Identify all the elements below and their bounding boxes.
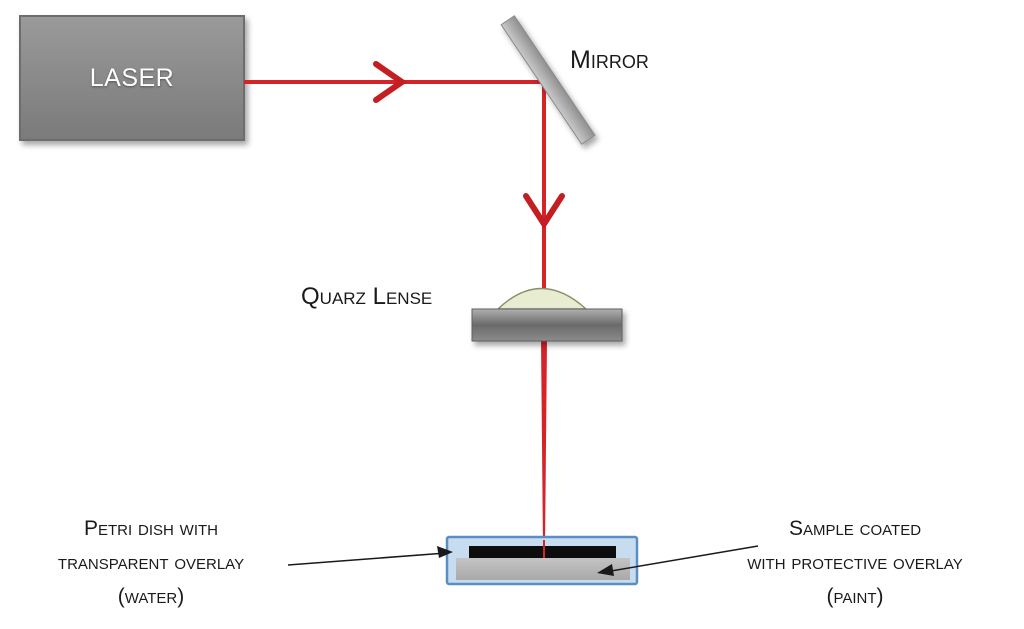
laser-beam — [244, 78, 548, 548]
sample-paint-layer — [456, 558, 630, 580]
petri-dish — [445, 535, 639, 586]
mirror — [500, 15, 596, 145]
lens-label: Quarz Lense — [301, 283, 433, 310]
quartz-lens — [471, 287, 623, 342]
sample-label-line: (paint) — [826, 585, 884, 608]
laser-box — [19, 15, 245, 141]
laser-label: LASER — [89, 63, 175, 92]
beam-arrow-right-icon — [373, 61, 408, 103]
petri-callout-arrow — [287, 546, 453, 566]
petri-label-line: Petri dish with — [83, 517, 218, 540]
sample-label-line: with protective overlay — [747, 551, 963, 574]
beam-arrow-down-icon — [523, 193, 565, 230]
sample-label-line: Sample coated — [788, 517, 922, 540]
petri-label-line: (water) — [117, 585, 185, 608]
petri-dish-label: Petri dish with transparent overlay (wat… — [18, 512, 284, 614]
mirror-label: Mirror — [570, 46, 649, 74]
sample-label: Sample coated with protective overlay (p… — [690, 512, 1020, 614]
sample-coating — [469, 546, 616, 558]
petri-label-line: transparent overlay — [57, 551, 245, 574]
sample-callout-arrow — [597, 545, 759, 576]
